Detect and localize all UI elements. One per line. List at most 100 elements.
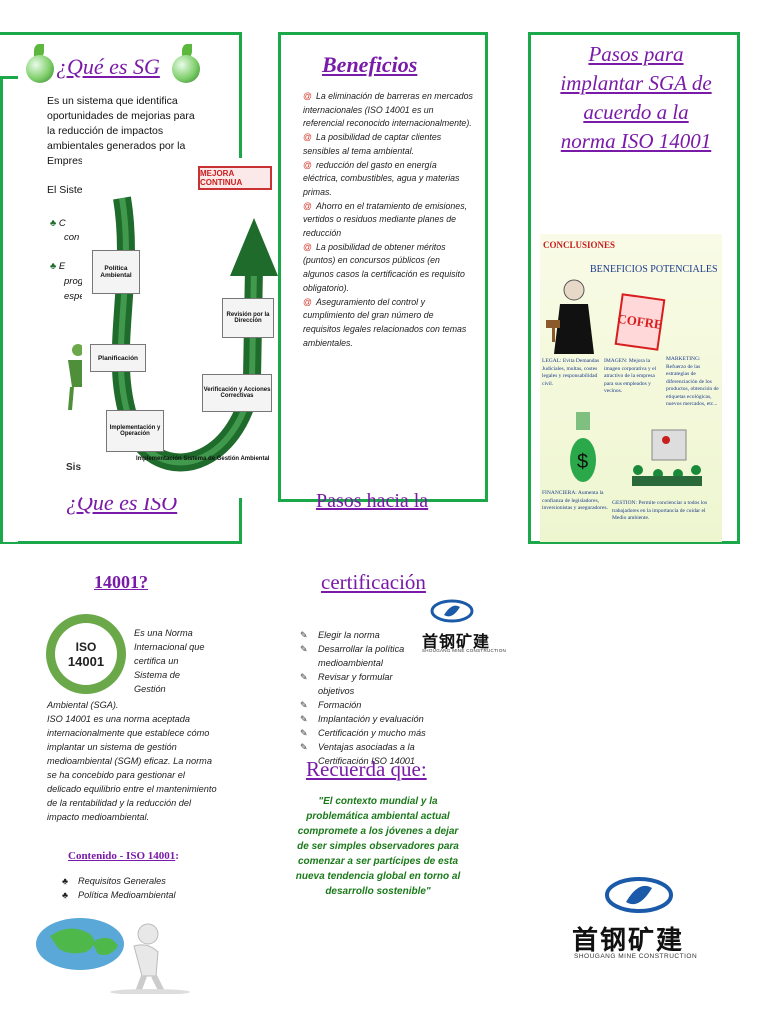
club-icon: ♣ [50,261,57,272]
wrap-line: Sistema de [134,670,180,680]
club-icon: ♣ [62,890,69,900]
conclusiones-label: CONCLUSIONES [543,240,616,250]
title-line: acuerdo a la [583,100,689,124]
globe-icon [26,55,54,83]
leaf-bullet-icon: ✎ [300,714,308,724]
leaf-bullet-icon: ✎ [300,672,308,682]
contenido-text: Requisitos Generales [78,876,166,886]
wrap-line: Gestión [134,684,166,694]
step-text: Revisar y formular objetivos [318,672,393,696]
list-item: ♣ C [50,216,85,231]
globe-carrier-icon [36,918,190,994]
iso-14001-logo: ISO 14001 [46,614,126,694]
list-item: ♣ Requisitos Generales [62,874,176,888]
planificacion-box: Planificación [90,344,146,372]
benefit-text: Ahorro en el tratamiento de emisiones, v… [303,200,468,239]
money-bag-icon: $ [570,412,596,482]
list-item: ✎ Revisar y formular objetivos [300,670,430,698]
leaf-icon [34,44,44,58]
panel1-title: ¿Qué es SG [56,54,160,79]
at-bullet-icon: @ [303,296,312,307]
bullet-text: E [58,261,66,272]
iso-paragraph: Ambiental (SGA). ISO 14001 es una norma … [47,700,217,822]
bullet-text: C [58,218,66,229]
intro-line: ambientales generados por la [47,140,186,152]
company-logo-large [605,877,673,913]
beneficios-label: BENEFICIOS POTENCIALES [590,264,718,275]
list-item: @Aseguramiento del control y cumplimient… [303,296,473,351]
company-subtitle-large: SHOUGANG MINE CONSTRUCTION [574,953,698,960]
cert-steps: ✎ Elegir la norma ✎ Desarrollar la polític… [300,628,430,768]
company-name-large: 首钢矿建 [572,925,685,955]
intro-line: la reducción de impactos [47,125,164,137]
contenido-colon: : [175,850,179,862]
verificacion-box: Verificación y Acciones Correctivas [202,374,272,412]
benefit-text: La eliminación de barreras en mercados i… [303,91,473,129]
iso-wrap-text: Es una Norma Internacional que certifica… [134,626,224,696]
conclusions-image: CONCLUSIONES BENEFICIOS POTENCIALES COFR… [540,234,722,542]
meeting-icon [632,429,702,486]
panel-beneficios [278,32,488,502]
at-bullet-icon: @ [303,91,312,101]
contenido-heading: Contenido - ISO 14001: [68,850,179,862]
company-logo-small [430,599,474,623]
benefit-text: Aseguramiento del control y cumplimiento… [303,296,467,348]
wrap-line: Internacional que [134,642,205,652]
panel1-sis-label: Sis [66,462,82,473]
globe-icon [172,55,200,83]
wrap-line: Es una Norma [134,628,193,638]
list-item: con [64,232,80,243]
panel1-overlay-strip [0,76,18,542]
at-bullet-icon: @ [303,200,312,211]
leaf-bullet-icon: ✎ [300,630,308,640]
panel2-title: Beneficios [322,52,418,77]
list-item: ✎Formación [300,698,430,712]
svg-text:$: $ [577,451,588,473]
contenido-text: Política Medioambiental [78,890,176,900]
imagen-text: IMAGEN: Mejora la imagen corporativa y e… [604,358,657,394]
at-bullet-icon: @ [303,241,312,252]
intro-line: oportunidades de mejorias para [47,110,195,122]
mejora-continua-box: MEJORA CONTINUA [198,166,272,190]
iso-heading: 14001? [94,572,148,592]
step-text: Elegir la norma [318,630,380,640]
panel2-bottom-title: Pasos hacia la [316,490,429,512]
intro-line: Empres [47,155,84,167]
iso-logo-top: ISO [75,639,97,654]
title-line: implantar SGA de [560,71,712,95]
title-line: Pasos para [588,42,684,66]
cofre-sign: COFRE [614,293,666,351]
implementacion-box: Implementación y Operación [106,410,164,452]
leaf-bullet-icon: ✎ [300,742,308,752]
panel1-bullets: ♣ C con ♣ E prog espe [50,216,85,304]
list-item: prog [64,276,84,287]
step-text: Desarrollar la política medioambiental [318,644,405,668]
legal-text: LEGAL: Evita Demandas Judiciales, multas… [542,358,600,387]
benefit-text: La posibilidad de captar clientes sensib… [303,132,442,156]
club-icon: ♣ [62,876,69,886]
gestion-text: GESTION: Permite concienciar a todos los… [612,500,708,521]
list-item: ♣ Política Medioambiental [62,888,176,902]
panel1-sist: El Siste [47,184,83,196]
sga-diagram: MEJORA CONTINUA Política Ambiental Plani… [82,158,280,498]
contenido-link[interactable]: Contenido - ISO 14001 [68,850,176,862]
list-item: ✎ Elegir la norma [300,628,430,642]
leaf-icon [182,44,192,58]
list-item: ♣ E [50,259,85,274]
step-text: Certificación y mucho más [318,728,426,738]
list-item: @La posibilidad de captar clientes sensi… [303,131,473,158]
step-text: Implantación y evaluación [318,714,424,724]
wrap-line: certifica un [134,656,179,666]
leaf-bullet-icon: ✎ [300,644,308,654]
marketing-text: MARKETING: Refuerzo de las estrategias d… [666,356,719,407]
iso-logo-inner: ISO 14001 [55,623,117,685]
benefit-text: La posibilidad de obtener méritos (punto… [303,241,465,293]
contenido-list: ♣ Requisitos Generales ♣ Política Medioamb… [62,874,176,902]
at-bullet-icon: @ [303,132,312,143]
cert-heading: certificación [321,570,426,594]
leaf-bullet-icon: ✎ [300,700,308,710]
list-item: @reducción del gasto en energía eléctric… [303,159,473,200]
list-item: ✎Ventajas asociadas a la Certificación I… [300,740,430,768]
recuerda-heading: Recuerda que: [306,757,427,781]
intro-line: Es un sistema que identifica [47,95,178,107]
